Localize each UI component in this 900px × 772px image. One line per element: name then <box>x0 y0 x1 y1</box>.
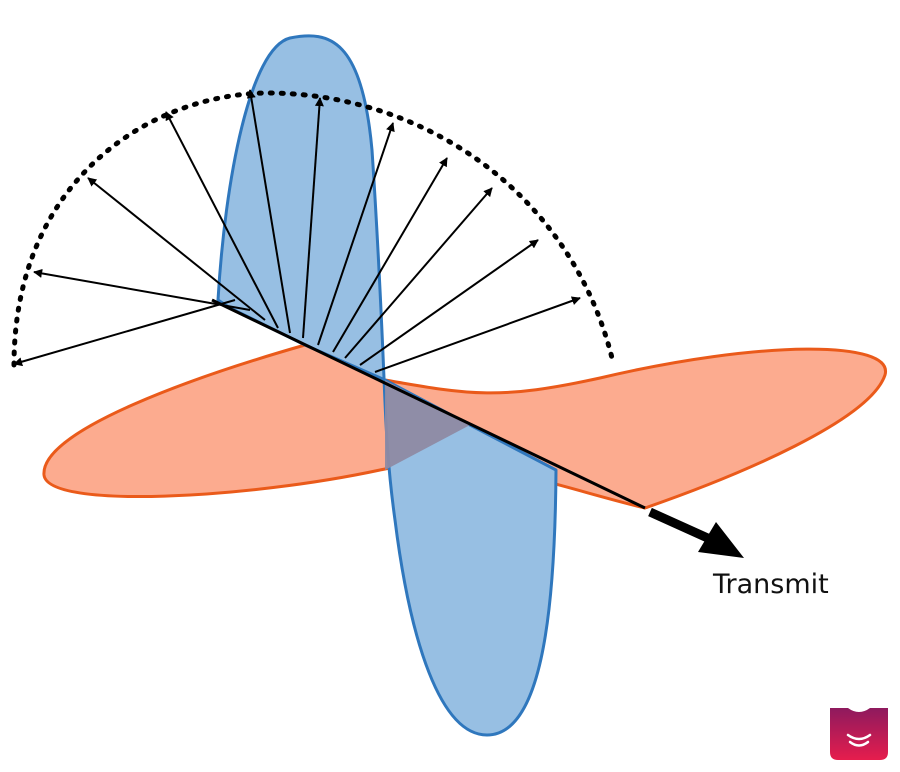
dotted-arc <box>11 90 615 368</box>
vector-arrow <box>246 89 291 334</box>
vector-arrow <box>344 187 493 359</box>
polarization-vectors <box>13 89 581 373</box>
brand-logo-icon <box>830 708 888 760</box>
transmit-label: Transmit <box>712 569 829 600</box>
vector-arrow <box>359 239 539 366</box>
vector-arrow <box>87 177 266 321</box>
vector-arrow <box>374 296 581 373</box>
transmit-arrow-icon <box>648 507 744 558</box>
vector-arrow <box>302 97 324 339</box>
vector-arrow <box>33 268 251 311</box>
overlap-region <box>385 380 470 470</box>
vector-arrow <box>332 157 448 353</box>
vector-arrow <box>317 122 395 346</box>
propagation-axis <box>211 298 646 510</box>
vector-arrow <box>13 299 236 367</box>
vector-arrow <box>165 111 279 329</box>
